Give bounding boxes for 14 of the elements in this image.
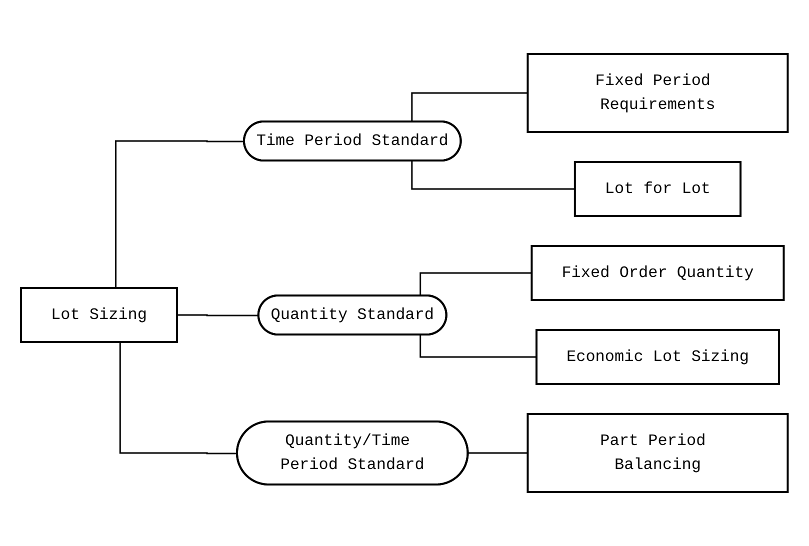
node-box: Fixed Period Requirements	[526, 53, 789, 133]
connector	[176, 314, 260, 316]
connector	[420, 335, 537, 358]
node-box: Lot Sizing	[20, 287, 178, 343]
connector	[411, 92, 528, 122]
node-box: Fixed Order Quantity	[530, 245, 785, 301]
node-box: Lot for Lot	[574, 161, 742, 217]
connector	[120, 342, 238, 454]
connector	[468, 452, 528, 454]
node-box: Economic Lot Sizing	[536, 329, 780, 385]
node-box: Part Period Balancing	[526, 413, 789, 493]
connector	[411, 161, 576, 190]
connector	[115, 140, 245, 288]
connector	[420, 272, 532, 296]
